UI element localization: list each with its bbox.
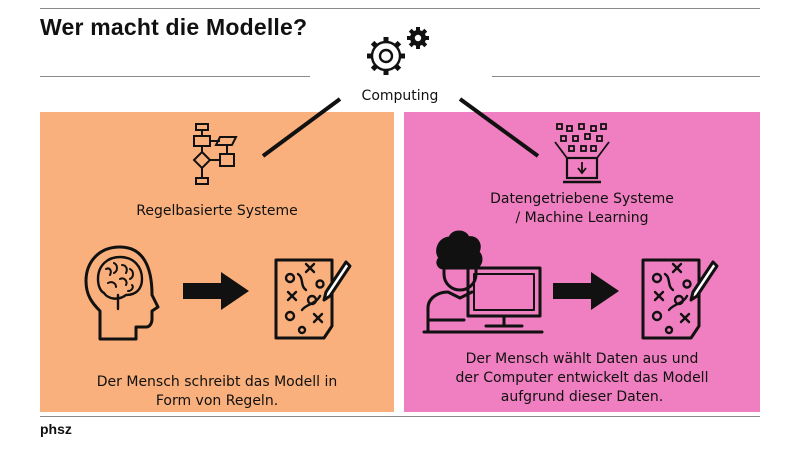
top-rule [40, 8, 760, 9]
data-driven-description: Der Mensch wählt Daten aus und der Compu… [404, 350, 760, 407]
data-funnel-laptop-icon [554, 123, 610, 184]
data-driven-description-line3: aufgrund dieser Daten. [500, 389, 664, 405]
rule-based-description-line1: Der Mensch schreibt das Modell in [96, 374, 338, 390]
rule-based-description: Der Mensch schreibt das Modell in Form v… [40, 373, 394, 411]
rule-based-panel [40, 112, 394, 412]
brand-logo: phsz [40, 421, 72, 437]
rule-based-label: Regelbasierte Systeme [136, 203, 298, 219]
data-driven-description-line1: Der Mensch wählt Daten aus und [465, 351, 699, 367]
arrow-right-icon [183, 272, 249, 310]
page-title: Wer macht die Modelle? [40, 14, 308, 40]
arrow-right-icon-2 [553, 272, 619, 310]
data-driven-label: Datengetriebene Systeme / Machine Learni… [404, 190, 760, 228]
gears-icon [367, 27, 429, 75]
footer-rule [40, 416, 760, 417]
brain-head-icon [84, 245, 160, 341]
computing-label: Computing [361, 88, 439, 104]
connector-left [261, 97, 342, 158]
data-driven-label-line1: Datengetriebene Systeme [490, 191, 674, 207]
strategy-plan-icon-2 [641, 258, 719, 340]
strategy-plan-icon [274, 258, 352, 340]
header-rule-left [40, 76, 310, 77]
connector-right [458, 97, 540, 158]
data-driven-label-line2: / Machine Learning [515, 210, 649, 226]
data-driven-description-line2: der Computer entwickelt das Modell [455, 370, 709, 386]
header-rule-right [492, 76, 760, 77]
flowchart-icon [192, 123, 238, 185]
rule-based-description-line2: Form von Regeln. [155, 393, 279, 409]
person-computer-icon [422, 230, 544, 334]
